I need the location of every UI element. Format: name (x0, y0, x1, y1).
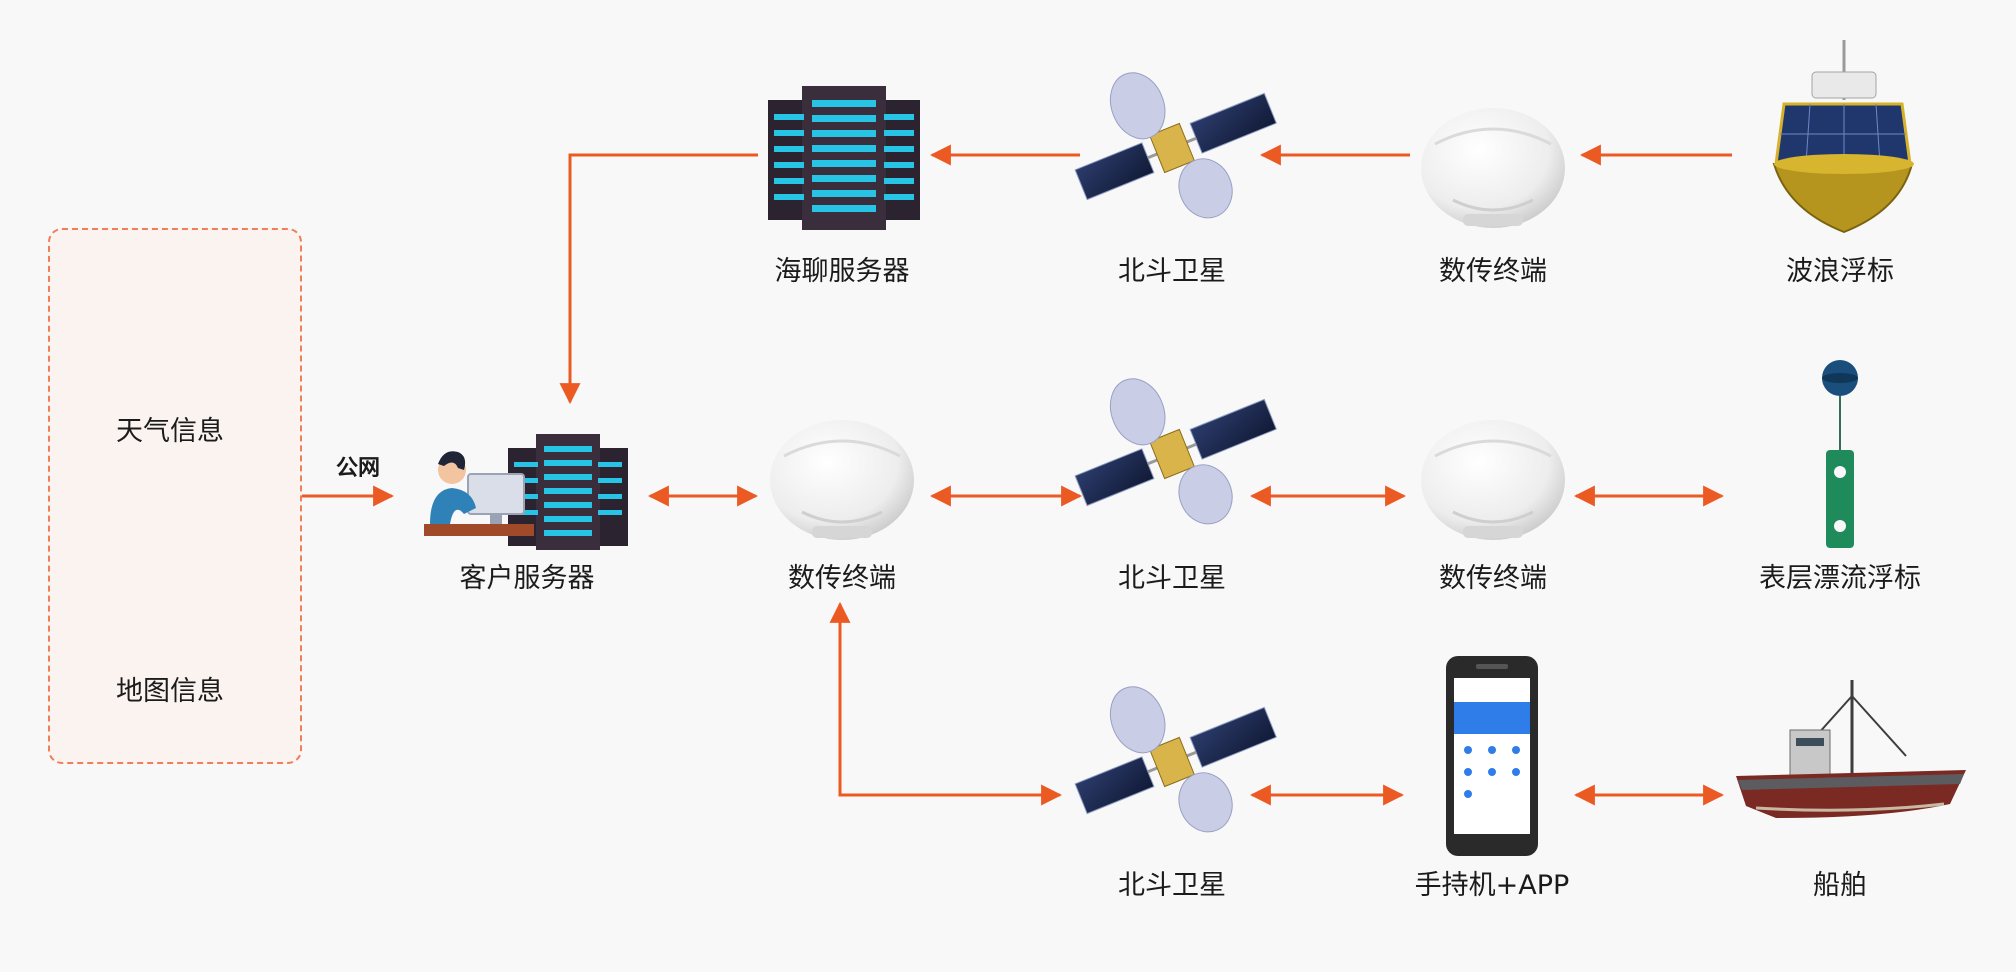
connection-arrows (302, 144, 1732, 806)
drift-buoy-label: 表层漂流浮标 (1759, 563, 1921, 594)
data-terminal-top-label: 数传终端 (1439, 256, 1547, 287)
customer-server-icon (424, 434, 628, 550)
beidou-satellite-mid-icon (1074, 378, 1277, 525)
ship-icon (1736, 680, 1966, 818)
beidou-satellite-top-label: 北斗卫星 (1118, 256, 1226, 287)
handheld-app-label: 手持机+APP (1414, 870, 1570, 901)
hailiao-server-label: 海聊服务器 (774, 256, 910, 287)
arrow-hailiao-to-customer (559, 153, 758, 405)
info-source-panel (48, 228, 302, 764)
map-info-label: 地图信息 (116, 676, 224, 707)
hailiao-server-icon (768, 86, 920, 230)
weather-info-label: 天气信息 (116, 416, 224, 447)
beidou-satellite-mid-label: 北斗卫星 (1118, 563, 1226, 594)
wave-buoy-label: 波浪浮标 (1786, 256, 1894, 287)
beidou-satellite-bottom-label: 北斗卫星 (1118, 870, 1226, 901)
beidou-satellite-bottom-icon (1074, 686, 1277, 833)
customer-server-label: 客户服务器 (459, 563, 595, 594)
beidou-satellite-top-icon (1074, 72, 1277, 219)
ship-label: 船舶 (1813, 870, 1867, 901)
data-terminal-mid-right-label: 数传终端 (1439, 563, 1547, 594)
data-terminal-top-icon (1421, 108, 1565, 228)
public-network-label: 公网 (335, 456, 381, 481)
arrow-bottom-satellite-to-terminal (829, 601, 1063, 806)
drift-buoy-icon (1822, 360, 1858, 548)
data-terminal-mid-left-label: 数传终端 (788, 563, 896, 594)
wave-buoy-icon (1772, 40, 1914, 234)
handheld-device-icon (1446, 656, 1538, 856)
data-terminal-mid-left-icon (770, 420, 914, 540)
data-terminal-mid-right-icon (1421, 420, 1565, 540)
